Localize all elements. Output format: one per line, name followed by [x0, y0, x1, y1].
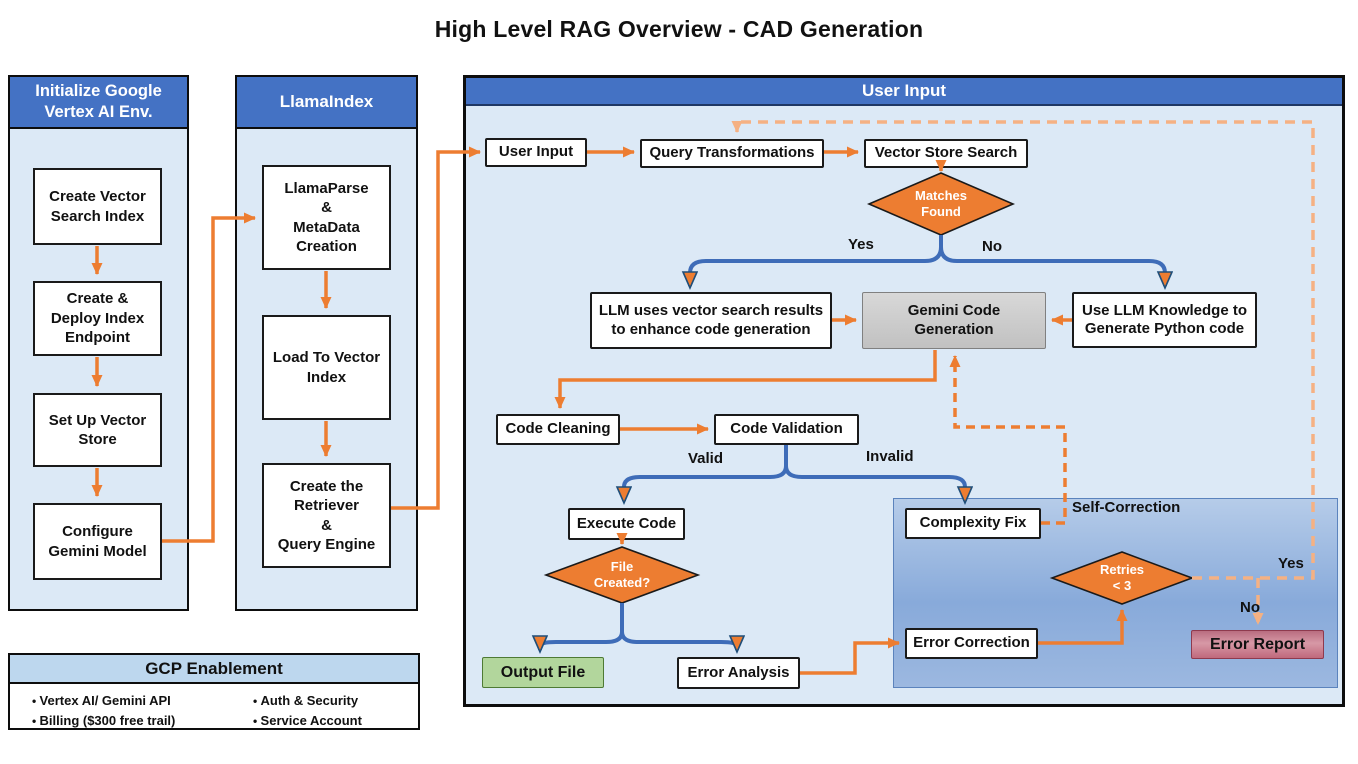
node-gemini-code-generation: Gemini Code Generation	[862, 292, 1046, 349]
vertex-ai-panel-title: Initialize Google Vertex AI Env.	[10, 77, 187, 129]
step-llamaparse-metadata: LlamaParse & MetaData Creation	[262, 165, 391, 270]
node-error-correction: Error Correction	[905, 628, 1038, 659]
decision-retries: Retries < 3	[1099, 562, 1145, 593]
step-load-to-vector-index: Load To Vector Index	[262, 315, 391, 420]
node-error-analysis: Error Analysis	[677, 657, 800, 689]
node-execute-code: Execute Code	[568, 508, 685, 540]
node-output-file: Output File	[482, 657, 604, 688]
gcp-enablement-panel: GCP Enablement Vertex AI/ Gemini API Bil…	[8, 653, 420, 730]
decision-file-created: File Created?	[593, 559, 651, 590]
gcp-bullets-right: Auth & Security Service Account	[253, 691, 362, 731]
edge-label-invalid: Invalid	[866, 448, 914, 465]
gcp-bullet: Auth & Security	[253, 691, 362, 711]
llamaindex-panel-title: LlamaIndex	[237, 77, 416, 129]
node-error-report: Error Report	[1191, 630, 1324, 659]
step-set-up-vector-store: Set Up Vector Store	[33, 393, 162, 467]
gcp-bullet: Vertex AI/ Gemini API	[32, 691, 175, 711]
edge-label-retry-no: No	[1240, 599, 1260, 616]
node-use-llm-knowledge: Use LLM Knowledge to Generate Python cod…	[1072, 292, 1257, 348]
step-create-vector-search-index: Create Vector Search Index	[33, 168, 162, 245]
page-title: High Level RAG Overview - CAD Generation	[434, 16, 924, 42]
step-configure-gemini-model: Configure Gemini Model	[33, 503, 162, 580]
self-correction-label: Self-Correction	[1072, 499, 1181, 516]
step-create-deploy-index-endpoint: Create & Deploy Index Endpoint	[33, 281, 162, 356]
user-input-panel-title: User Input	[466, 78, 1342, 106]
gcp-enablement-title: GCP Enablement	[10, 655, 418, 684]
node-complexity-fix: Complexity Fix	[905, 508, 1041, 539]
edge-label-yes: Yes	[848, 236, 874, 253]
node-query-transformations: Query Transformations	[640, 139, 824, 168]
edge-label-no: No	[982, 238, 1002, 255]
node-vector-store-search: Vector Store Search	[864, 139, 1028, 168]
decision-matches-found: Matches Found	[914, 188, 968, 219]
node-llm-vector-results: LLM uses vector search results to enhanc…	[590, 292, 832, 349]
node-user-input: User Input	[485, 138, 587, 167]
edge-label-valid: Valid	[688, 450, 724, 467]
node-code-validation: Code Validation	[714, 414, 859, 445]
step-create-retriever-query-engine: Create the Retriever & Query Engine	[262, 463, 391, 568]
edge-label-retry-yes: Yes	[1278, 555, 1304, 572]
node-code-cleaning: Code Cleaning	[496, 414, 620, 445]
gcp-bullet: Billing ($300 free trail)	[32, 711, 176, 731]
gcp-bullet: Service Account	[253, 711, 362, 731]
gcp-bullets-left: Vertex AI/ Gemini API Billing ($300 free…	[32, 691, 176, 731]
